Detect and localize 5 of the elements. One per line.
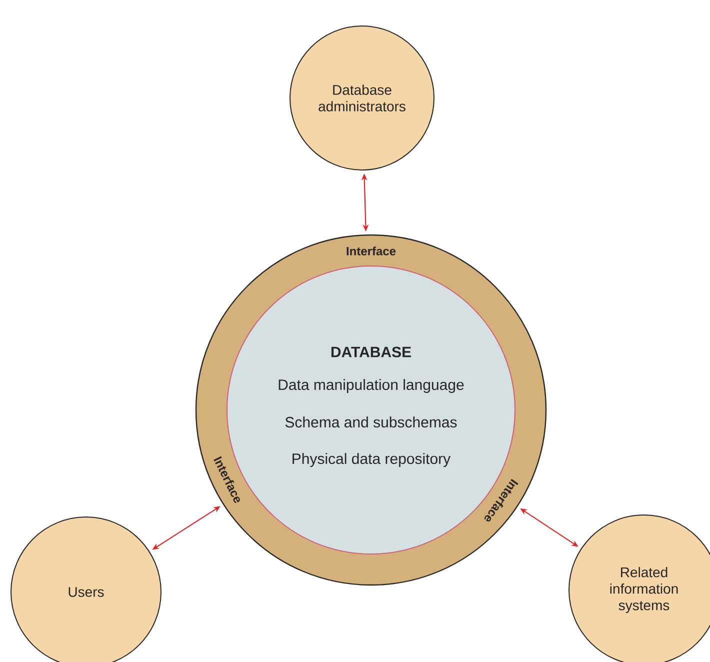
list-item: Data manipulation language	[278, 379, 464, 393]
heading: DATABASE	[331, 346, 411, 358]
list-item: Schema and subschemas	[285, 416, 457, 428]
ring-label: Interface	[346, 246, 396, 256]
list-item: Physical data repository	[292, 453, 451, 467]
